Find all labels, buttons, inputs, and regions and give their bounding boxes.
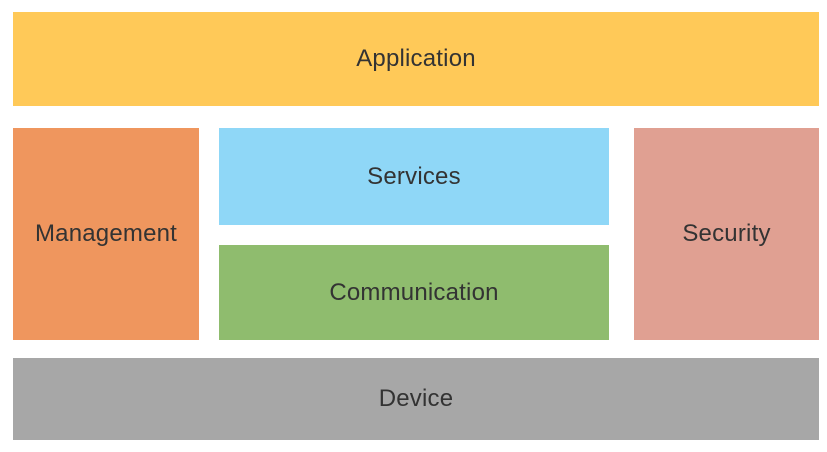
services-layer: Services [219,128,609,225]
management-layer: Management [13,128,199,340]
services-layer-label: Services [367,162,461,190]
management-layer-label: Management [34,220,178,247]
security-layer-label: Security [682,220,771,247]
device-layer-label: Device [378,385,454,412]
communication-layer-label: Communication [329,278,499,306]
communication-layer: Communication [219,245,609,340]
application-layer: Application [13,12,819,106]
security-layer: Security [634,128,819,340]
application-layer-label: Application [356,45,476,72]
device-layer: Device [13,358,819,440]
